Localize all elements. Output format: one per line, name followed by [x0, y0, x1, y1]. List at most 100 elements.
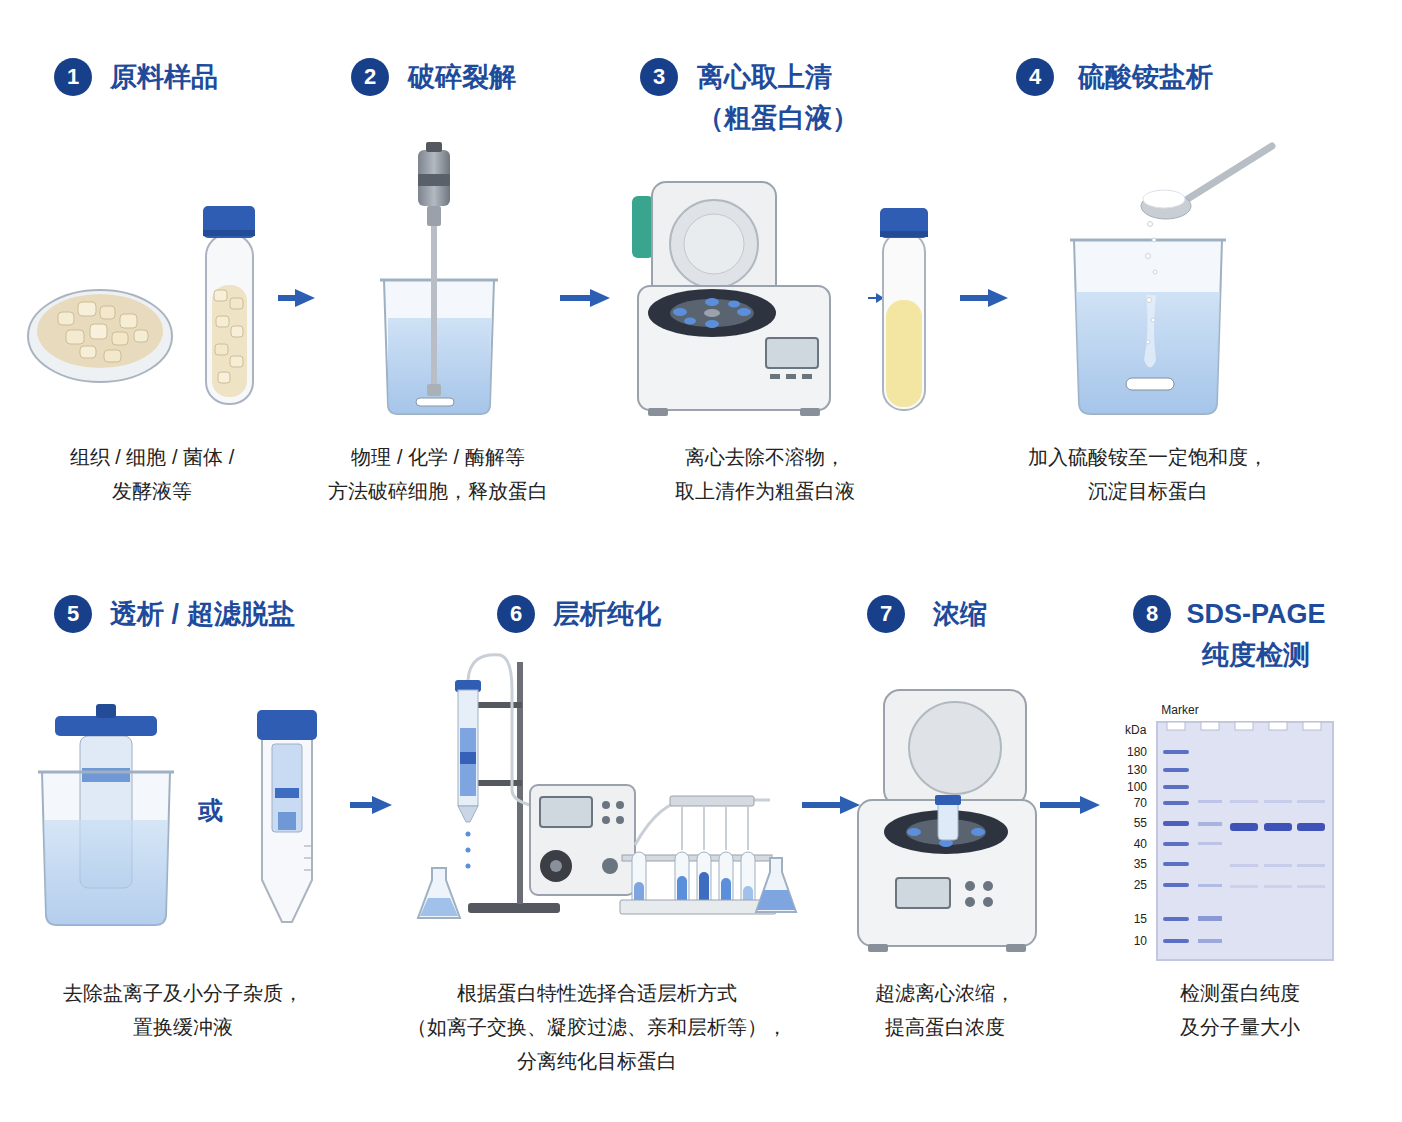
- sds-page-gel: [1163, 785, 1189, 789]
- chromatography-system: [757, 890, 795, 910]
- flow-arrow: [560, 295, 598, 301]
- flow-arrow: [802, 802, 848, 808]
- centrifuge: [632, 196, 654, 258]
- sample-tube: [231, 326, 243, 337]
- molecular-weight-tick: 100: [1087, 780, 1147, 794]
- number-badge: 2: [351, 58, 389, 96]
- chromatography-system: [670, 796, 754, 806]
- homogenizer-beaker: [380, 279, 498, 282]
- salting-beaker: [1147, 298, 1152, 303]
- supernatant-tube: [880, 231, 928, 237]
- sample-tube: [206, 234, 253, 404]
- ultrafiltration-centrifuge: [935, 795, 961, 805]
- sds-page-gel: [1230, 800, 1258, 803]
- sds-page-gel: [1230, 864, 1258, 867]
- spoon: [1186, 146, 1272, 200]
- chromatography-system: [725, 806, 727, 850]
- centrifuge: [800, 408, 820, 416]
- ultrafiltration-centrifuge: [909, 702, 1001, 794]
- step-description: 加入硫酸铵至一定饱和度， 沉淀目标蛋白: [1023, 440, 1273, 508]
- dialysis-setup: [96, 704, 116, 718]
- homogenizer-beaker: [384, 280, 494, 414]
- molecular-weight-tick: 40: [1087, 837, 1147, 851]
- number-badge-circle: [54, 58, 92, 96]
- chromatography-system: [466, 848, 471, 853]
- chromatography-system: [466, 864, 471, 869]
- step-description: 超滤离心浓缩， 提高蛋白浓度: [870, 976, 1020, 1044]
- sds-page-gel: [1163, 842, 1189, 846]
- sds-page-gel: [1198, 916, 1222, 921]
- salting-beaker: [1146, 340, 1150, 344]
- molecular-weight-tick: 15: [1087, 912, 1147, 926]
- centrifuge: [684, 318, 696, 325]
- petri-dish: [104, 350, 121, 362]
- sds-page-gel: [1297, 885, 1325, 888]
- salting-beaker: [1146, 254, 1151, 259]
- step-description: 检测蛋白纯度 及分子量大小: [1170, 976, 1310, 1044]
- sds-page-gel: [1201, 722, 1219, 730]
- sds-page-gel: [1163, 939, 1189, 943]
- ultrafiltration-centrifuge: [907, 828, 921, 836]
- centrifuge: [652, 182, 776, 302]
- sds-page-gel: [1157, 722, 1333, 960]
- sds-page-gel: [1230, 885, 1258, 888]
- homogenizer-beaker: [380, 142, 498, 414]
- sds-page-gel: [1198, 939, 1222, 943]
- petri-dish: [112, 332, 128, 345]
- centrifuge: [705, 320, 719, 328]
- step-title: 浓缩: [933, 594, 1013, 635]
- ultrafiltration-centrifuge: [983, 881, 993, 891]
- step-number: 3: [640, 58, 678, 96]
- number-badge: 6: [497, 595, 535, 633]
- ultrafiltration-centrifuge: [965, 881, 975, 891]
- step-title: 层析纯化: [553, 594, 683, 635]
- number-badge-shape: [497, 595, 535, 633]
- sds-page-gel: [1163, 917, 1189, 921]
- ultrafiltration-centrifuge: [938, 800, 958, 840]
- number-badge-shape: [351, 58, 389, 96]
- ultrafiltration-tube: [275, 788, 299, 798]
- sample-tube: [230, 356, 243, 367]
- ultrafiltration-centrifuge: [965, 897, 975, 907]
- supernatant-tube: [883, 232, 925, 410]
- number-badge-shape: [54, 58, 92, 96]
- homogenizer-beaker: [427, 384, 441, 396]
- chromatography-system: [703, 806, 705, 850]
- step-description: 根据蛋白特性选择合适层析方式 （如离子交换、凝胶过滤、亲和层析等）， 分离纯化目…: [395, 976, 799, 1078]
- sds-page-gel: [1297, 800, 1325, 803]
- chromatography-system: [756, 858, 796, 912]
- number-badge-circle: [351, 58, 389, 96]
- homogenizer-beaker: [388, 318, 491, 414]
- dialysis-setup: [38, 704, 174, 925]
- centrifuge: [728, 301, 740, 308]
- process-step: 硫酸铵盐析加入硫酸铵至一定饱和度， 沉淀目标蛋白4: [1008, 50, 1300, 512]
- step-description: 物理 / 化学 / 酶解等 方法破碎细胞，释放蛋白: [318, 440, 558, 508]
- chromatography-system: [747, 806, 749, 850]
- ultrafiltration-tube: [272, 744, 302, 832]
- flow-arrow: [278, 295, 303, 301]
- sds-page-gel: [1163, 821, 1189, 826]
- number-badge-circle: [54, 595, 92, 633]
- ultrafiltration-centrifuge: [896, 878, 950, 908]
- ultrafiltration-centrifuge: [884, 690, 1026, 806]
- molecular-weight-tick: 25: [1087, 878, 1147, 892]
- step-description: 组织 / 细胞 / 菌体 / 发酵液等: [52, 440, 252, 508]
- salting-beaker: [1126, 378, 1174, 390]
- number-badge-shape: [1133, 595, 1171, 633]
- molecular-weight-tick: 130: [1087, 763, 1147, 777]
- number-badge: 7: [867, 595, 905, 633]
- process-step: 透析 / 超滤脱盐去除盐离子及小分子杂质， 置换缓冲液5: [40, 588, 350, 1088]
- sample-tube: [218, 372, 230, 383]
- sds-page-gel: [1264, 800, 1292, 803]
- step-description: 离心去除不溶物， 取上清作为粗蛋白液: [665, 440, 865, 508]
- ultrafiltration-centrifuge: [1006, 944, 1026, 952]
- salting-beaker: [1070, 239, 1226, 242]
- salting-beaker: [1151, 318, 1155, 322]
- centrifuge: [737, 308, 751, 316]
- flow-arrow: [1040, 802, 1088, 808]
- chromatography-system: [418, 868, 460, 918]
- step-title: 透析 / 超滤脱盐: [110, 594, 335, 635]
